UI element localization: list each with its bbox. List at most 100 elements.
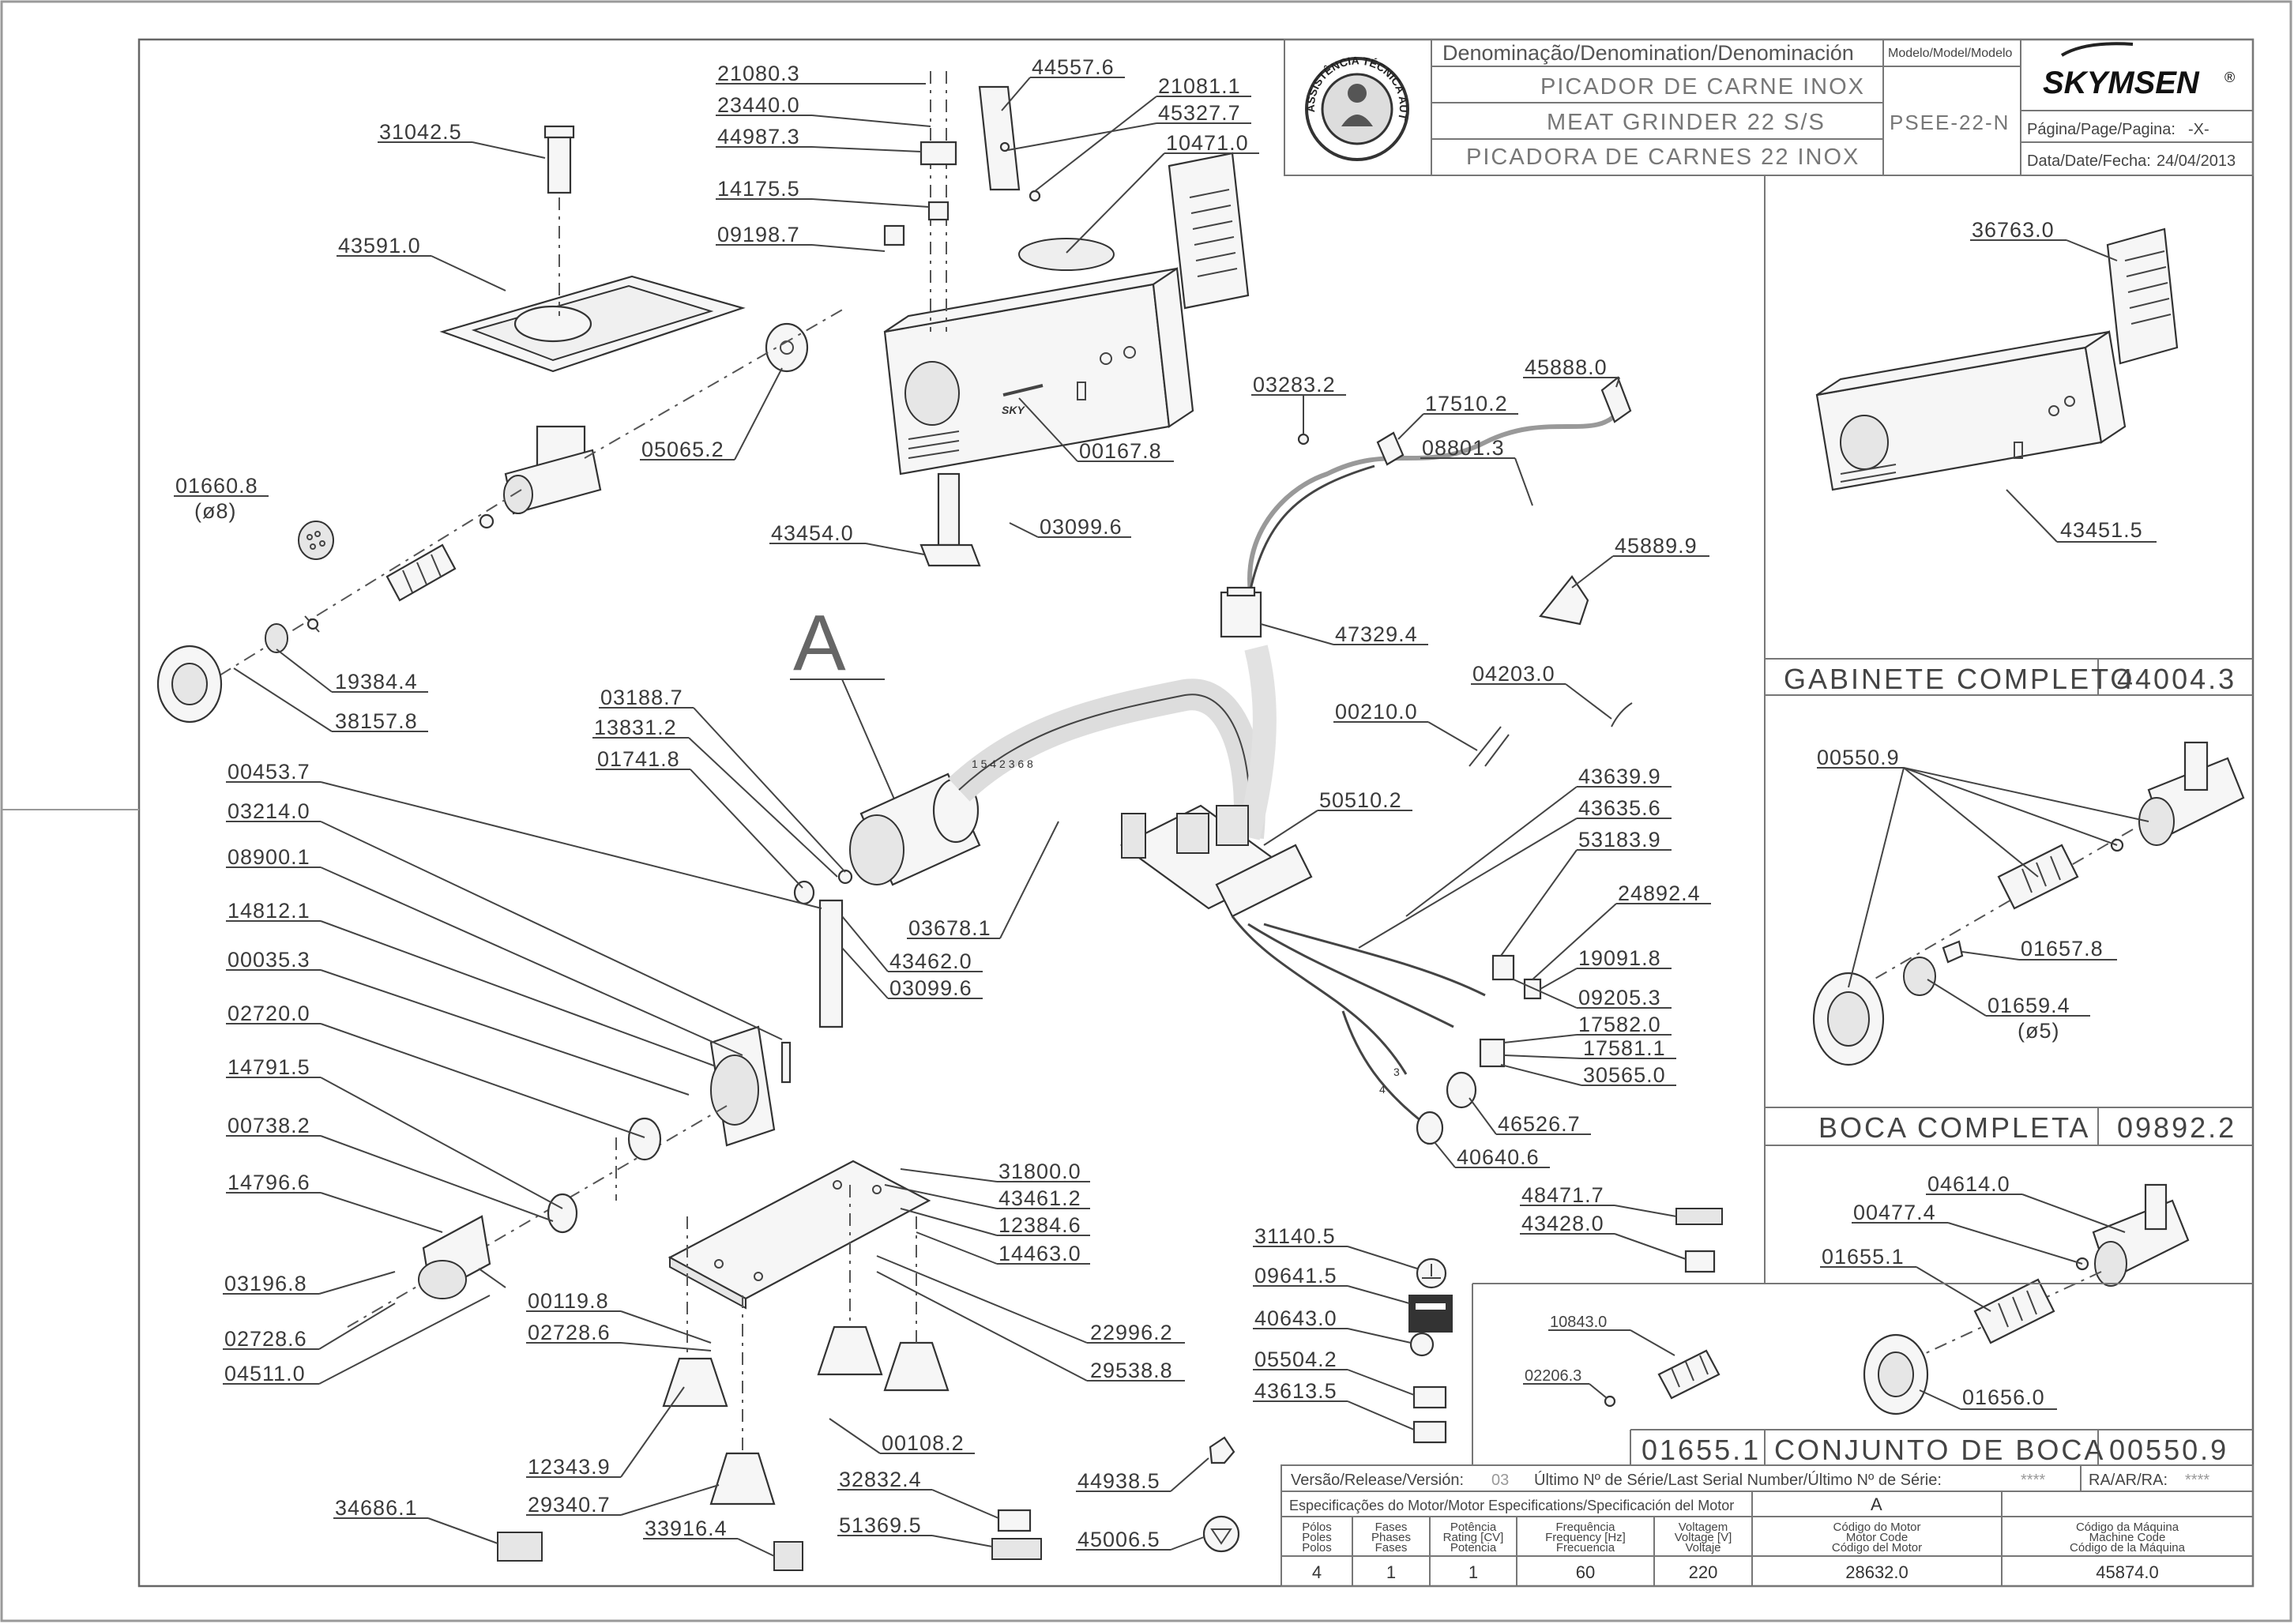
part-00477-4-label: 00477.4	[1853, 1201, 1936, 1224]
part-53183-9-label: 53183.9	[1578, 828, 1661, 851]
date-label: Data/Date/Fecha:	[2027, 152, 2151, 170]
part-21080-3-label: 21080.3	[717, 62, 800, 85]
part-29538-8-label: 29538.8	[1090, 1359, 1173, 1382]
part-00167-8-label: 00167.8	[1079, 439, 1162, 463]
gearbox-assembly: 00453.7 03214.0 08900.1 14812.1 00035.3 …	[223, 760, 983, 1385]
part-02728-6-base-label: 02728.6	[528, 1321, 611, 1344]
part-05065-2-label: 05065.2	[641, 438, 724, 461]
page-value: -X-	[2188, 121, 2209, 138]
part-30565-0-label: 30565.0	[1583, 1063, 1666, 1087]
part-31042-5-label: 31042.5	[379, 120, 462, 144]
right-panels: GABINETE COMPLETO 44004.3 BOCA COMPLETA …	[1764, 175, 2253, 1415]
symbol-stickers: 31140.5 09641.5 40643.0 05504.2 43613.5 …	[1253, 1183, 1723, 1444]
part-47329-4-label: 47329.4	[1335, 622, 1418, 646]
motor-spec-col-1-h3: Polos	[1302, 1541, 1332, 1554]
product-name-pt: PICADOR DE CARNE INOX	[1540, 74, 1865, 100]
part-24892-4-label: 24892.4	[1618, 882, 1701, 905]
part-17581-1-label: 17581.1	[1583, 1036, 1666, 1060]
part-08900-1-label: 08900.1	[228, 845, 310, 869]
version-value: 03	[1491, 1472, 1509, 1489]
part-23440-0-label: 23440.0	[717, 93, 800, 117]
sticker-parts: 34686.1 33916.4 32832.4 51369.5 44938.5 …	[333, 1436, 1240, 1571]
part-00119-8-label: 00119.8	[528, 1289, 609, 1313]
motor-spec-col-2-value: 1	[1386, 1562, 1396, 1582]
cabinet-complete-drawing: 36763.0 43451.5	[1815, 218, 2179, 543]
motor-spec-col-2-h3: Fases	[1375, 1541, 1408, 1554]
motor-ref: A	[1871, 1494, 1882, 1514]
part-14812-1-label: 14812.1	[228, 899, 310, 923]
part-12343-9-label: 12343.9	[528, 1455, 611, 1479]
part-04614-0-label: 04614.0	[1927, 1172, 2010, 1196]
serial-label: Último Nº de Série/Last Serial Number/Úl…	[1534, 1471, 1942, 1489]
part-14175-5-label: 14175.5	[717, 177, 800, 201]
mouth-complete-drawing: 00550.9 01657.8 01659.4 (ø5)	[1812, 741, 2245, 1066]
part-01656-0-label: 01656.0	[1962, 1385, 2045, 1409]
model-value: PSEE-22-N	[1890, 111, 2010, 134]
motor-ref-big-letter: A	[793, 599, 846, 687]
ra-label: RA/AR/RA:	[2089, 1472, 2168, 1489]
part-46526-7-label: 46526.7	[1498, 1112, 1581, 1136]
motor-spec-col-7-h2: Machine Code	[2089, 1531, 2166, 1544]
part-44938-5-label: 44938.5	[1077, 1469, 1160, 1493]
part-01659-4-size: (ø5)	[2018, 1019, 2060, 1043]
part-03188-7-label: 03188.7	[600, 686, 683, 709]
part-44557-6-label: 44557.6	[1032, 55, 1115, 79]
motor-spec-header: Especificações do Motor/Motor Especifica…	[1289, 1498, 1734, 1513]
part-19091-8-label: 19091.8	[1578, 946, 1661, 970]
mouth-set-code-left: 01655.1	[1642, 1434, 1761, 1466]
motor-spec-col-5-h1: Voltagem	[1679, 1521, 1728, 1534]
part-45006-5-label: 45006.5	[1077, 1528, 1160, 1551]
part-00108-2-label: 00108.2	[882, 1431, 965, 1455]
part-10471-0-label: 10471.0	[1166, 131, 1249, 155]
version-label: Versão/Release/Versión:	[1291, 1472, 1464, 1489]
motor-spec-col-3-value: 1	[1469, 1562, 1478, 1582]
part-09198-7-label: 09198.7	[717, 223, 800, 246]
part-02720-0-label: 02720.0	[228, 1002, 310, 1025]
title-block: ASSISTÊNCIA TÉCNICA AUTORIZADA Denominaç…	[0, 0, 2254, 176]
part-03283-2-label: 03283.2	[1253, 373, 1336, 397]
mouth-set-title: CONJUNTO DE BOCA	[1774, 1434, 2105, 1466]
motor-spec-col-1-h1: Pólos	[1302, 1521, 1332, 1534]
brand-trademark: ®	[2224, 70, 2235, 85]
skymsen-logo: SKYMSEN ®	[2043, 42, 2235, 100]
part-29340-7-label: 29340.7	[528, 1493, 611, 1517]
motor-spec-col-1-h2: Poles	[1302, 1531, 1332, 1544]
part-48471-7-label: 48471.7	[1521, 1183, 1604, 1207]
part-14796-6-label: 14796.6	[228, 1171, 310, 1194]
part-14791-5-label: 14791.5	[228, 1055, 310, 1079]
mouth-set-code: 00550.9	[2109, 1434, 2228, 1466]
motor-spec-col-4-h1: Frequência	[1555, 1521, 1615, 1534]
wire-numbers: 1 5 4 2 3 6 8	[972, 757, 1033, 770]
part-14463-0-label: 14463.0	[998, 1242, 1081, 1265]
motor-spec-col-2-h1: Fases	[1375, 1521, 1408, 1534]
release-and-motor-table: Versão/Release/Versión: 03 Último Nº de …	[1281, 1464, 2254, 1587]
motor-spec-col-6-value: 28632.0	[1845, 1562, 1909, 1582]
denomination-header: Denominação/Denomination/Denominación	[1442, 41, 1854, 65]
part-51369-5-label: 51369.5	[839, 1513, 922, 1537]
mouth-set-title-row: 01655.1 CONJUNTO DE BOCA 00550.9 10843.0…	[1472, 1283, 2253, 1466]
motor-spec-col-3-h1: Potência	[1450, 1521, 1497, 1534]
motor-spec-col-1-value: 4	[1312, 1562, 1322, 1582]
part-01660-8-label: 01660.8	[175, 474, 258, 498]
part-40640-6-label: 40640.6	[1457, 1145, 1540, 1169]
part-01657-8-label: 01657.8	[2021, 937, 2104, 960]
motor-spec-col-5-h3: Voltaje	[1685, 1541, 1720, 1554]
part-00035-3-label: 00035.3	[228, 948, 310, 972]
model-header: Modelo/Model/Modelo	[1888, 47, 2013, 60]
part-03099-6-top-label: 03099.6	[1040, 515, 1123, 539]
part-00453-7-label: 00453.7	[228, 760, 310, 784]
part-01659-4-label: 01659.4	[1988, 994, 2070, 1017]
part-00210-0-label: 00210.0	[1335, 700, 1418, 724]
date-value: 24/04/2013	[2157, 152, 2236, 170]
ra-value: ****	[2185, 1472, 2209, 1489]
serial-value: ****	[2021, 1472, 2045, 1489]
hopper-assembly: 31042.5 43591.0 05065.2	[337, 120, 846, 515]
part-05504-2-label: 05504.2	[1254, 1348, 1337, 1371]
electrical-assembly: 3 4 03283.2 17510.2 08801.3 45888.0 4588…	[1119, 355, 1711, 1169]
part-43428-0-label: 43428.0	[1521, 1212, 1604, 1235]
motor-spec-col-7-value: 45874.0	[2096, 1562, 2159, 1582]
motor-spec-col-4-h3: Frecuencia	[1556, 1541, 1615, 1554]
cabinet-section-code: 44004.3	[2117, 663, 2236, 695]
part-43635-6-label: 43635.6	[1578, 796, 1661, 820]
